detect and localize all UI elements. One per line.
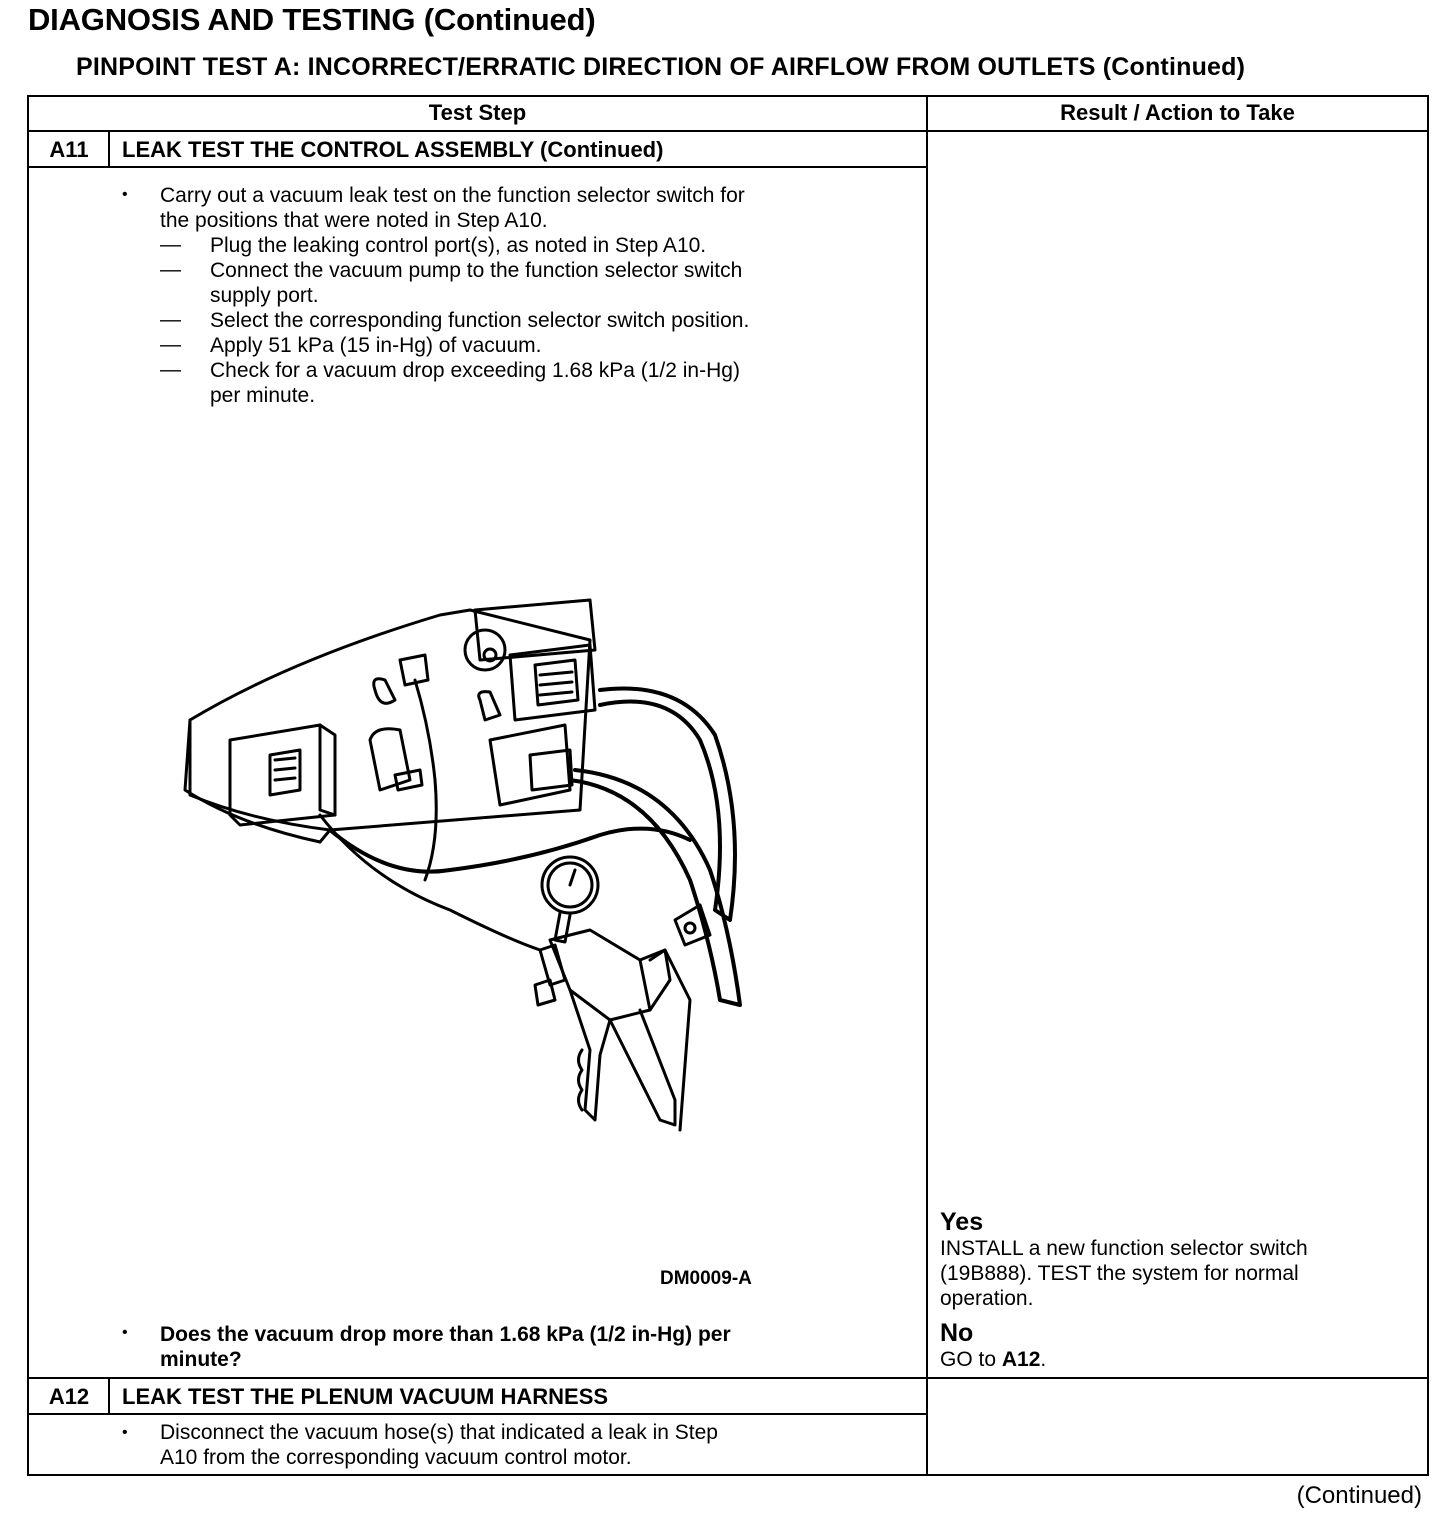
instruction-text: Carry out a vacuum leak test on the func… xyxy=(160,184,745,232)
result-yes-label: Yes xyxy=(940,1208,984,1236)
step-id-a12: A12 xyxy=(48,1384,90,1409)
bullet-icon: • xyxy=(122,186,128,203)
substep-text: Apply 51 kPa (15 in-Hg) of vacuum. xyxy=(210,334,542,357)
step-id-a11: A11 xyxy=(49,137,89,162)
continued-label: (Continued) xyxy=(1296,1482,1422,1509)
substep-text: Connect the vacuum pump to the function … xyxy=(210,259,743,307)
substep-text: Select the corresponding function select… xyxy=(210,309,750,332)
dash-icon: — xyxy=(160,308,181,331)
result-no-label: No xyxy=(940,1319,974,1347)
page-title: DIAGNOSIS AND TESTING (Continued) xyxy=(28,2,596,37)
control-assembly-vacuum-pump-illustration xyxy=(183,598,742,1132)
bullet-icon: • xyxy=(122,1424,128,1441)
dash-icon: — xyxy=(160,258,181,281)
result-yes-action: INSTALL a new function selector switch (… xyxy=(940,1237,1308,1310)
dash-icon: — xyxy=(160,333,181,356)
step-title-a11: LEAK TEST THE CONTROL ASSEMBLY (Continue… xyxy=(122,137,664,162)
dash-icon: — xyxy=(160,233,181,256)
substep-text: Plug the leaking control port(s), as not… xyxy=(210,234,707,257)
pinpoint-test-title: PINPOINT TEST A: INCORRECT/ERRATIC DIREC… xyxy=(76,53,1246,81)
result-no-action: GO to A12. xyxy=(940,1348,1047,1371)
column-header-result: Result / Action to Take xyxy=(1060,100,1295,125)
step-title-a12: LEAK TEST THE PLENUM VACUUM HARNESS xyxy=(122,1384,609,1409)
bullet-icon: • xyxy=(122,1324,128,1341)
goto-step-link: A12 xyxy=(1001,1348,1041,1371)
column-header-test-step: Test Step xyxy=(428,100,527,125)
test-question: Does the vacuum drop more than 1.68 kPa … xyxy=(160,1323,731,1371)
figure-caption: DM0009-A xyxy=(660,1268,752,1289)
instruction-text: Disconnect the vacuum hose(s) that indic… xyxy=(160,1421,718,1469)
dash-icon: — xyxy=(160,358,181,381)
substep-text: Check for a vacuum drop exceeding 1.68 k… xyxy=(210,359,740,407)
